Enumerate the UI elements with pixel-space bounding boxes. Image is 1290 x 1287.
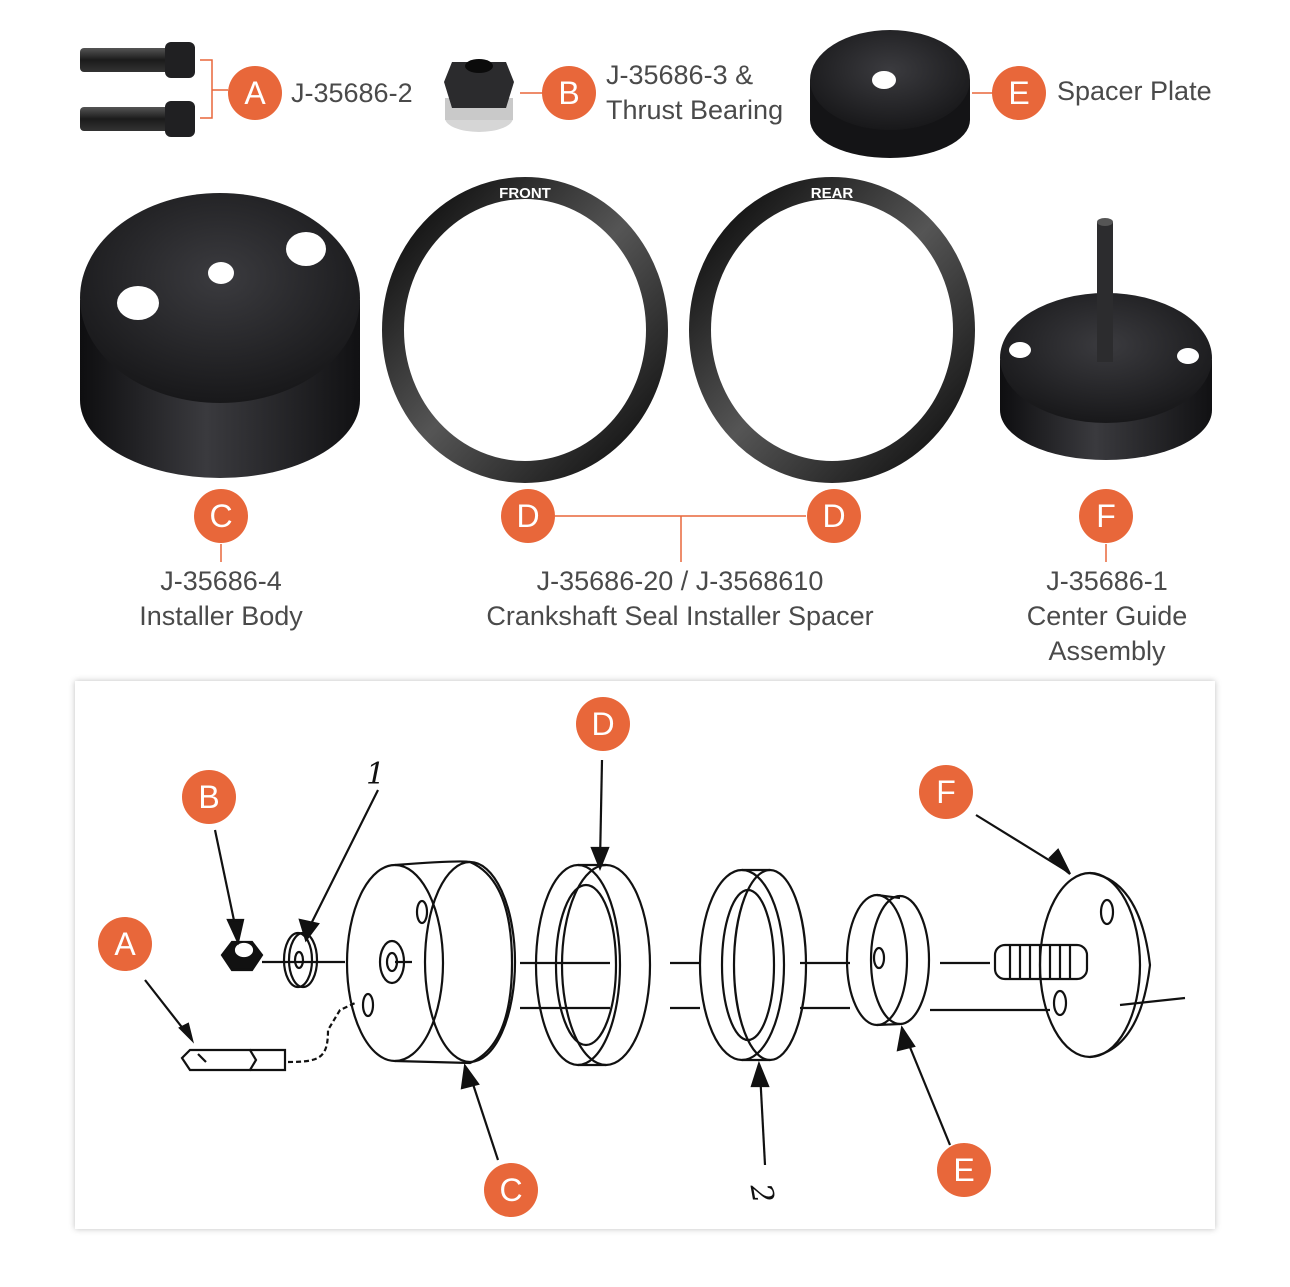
nut-icon	[444, 59, 514, 132]
parts-photos: FRONT REAR	[80, 30, 1212, 562]
part-b-name: Thrust Bearing	[606, 95, 784, 125]
part-f-name-line2: Assembly	[1048, 636, 1166, 666]
front-spacer-ring-icon	[382, 177, 668, 483]
part-d-number: J-35686-20 / J-3568610	[536, 566, 824, 596]
callout-badge-e: E	[992, 66, 1046, 120]
bracket-line	[200, 59, 228, 119]
part-c-number: J-35686-4	[160, 566, 282, 596]
handwritten-number-1: 1	[366, 757, 386, 792]
diagram-callout-e: E	[937, 1143, 991, 1197]
part-d-name: Crankshaft Seal Installer Spacer	[486, 601, 874, 631]
diagram-callout-a: A	[98, 917, 152, 971]
spacer-ring-drawing	[534, 863, 652, 1067]
part-c-name: Installer Body	[139, 601, 303, 631]
part-f-number: J-35686-1	[1046, 566, 1168, 596]
pin-drawing	[180, 1002, 356, 1072]
installer-body-drawing	[345, 860, 517, 1065]
diagram-callout-d: D	[576, 697, 630, 751]
rear-ring-label: REAR	[811, 185, 854, 202]
spacer-plate-icon	[810, 30, 970, 158]
spacer-plate-drawing	[845, 893, 931, 1027]
installer-body-icon	[80, 193, 360, 478]
part-e-name: Spacer Plate	[1057, 76, 1212, 106]
nut-drawing	[220, 940, 264, 972]
callout-badge-a: A	[228, 66, 282, 120]
part-a-number: J-35686-2	[291, 78, 413, 108]
diagram-callout-c: C	[484, 1163, 538, 1217]
exploded-view-panel	[75, 681, 1215, 1229]
washer-drawing	[282, 931, 319, 989]
callout-badge-b: B	[542, 66, 596, 120]
bolt-icon	[80, 42, 195, 78]
center-guide-drawing	[993, 871, 1152, 1059]
callout-badge-c: C	[194, 489, 248, 543]
diagram-callout-b: B	[182, 770, 236, 824]
callout-badge-d-front: D	[501, 489, 555, 543]
part-b-number: J-35686-3 &	[606, 60, 754, 90]
leader-arrows	[144, 759, 1071, 1166]
diagram-callout-f: F	[919, 765, 973, 819]
front-ring-label: FRONT	[499, 185, 551, 202]
bolt-icon	[80, 101, 195, 137]
rear-spacer-ring-icon	[689, 177, 975, 483]
center-guide-icon	[1000, 218, 1212, 460]
part-f-name-line1: Center Guide	[1026, 601, 1188, 631]
callout-badge-d-rear: D	[807, 489, 861, 543]
callout-badge-f: F	[1079, 489, 1133, 543]
spacer-ring-drawing	[698, 868, 808, 1062]
